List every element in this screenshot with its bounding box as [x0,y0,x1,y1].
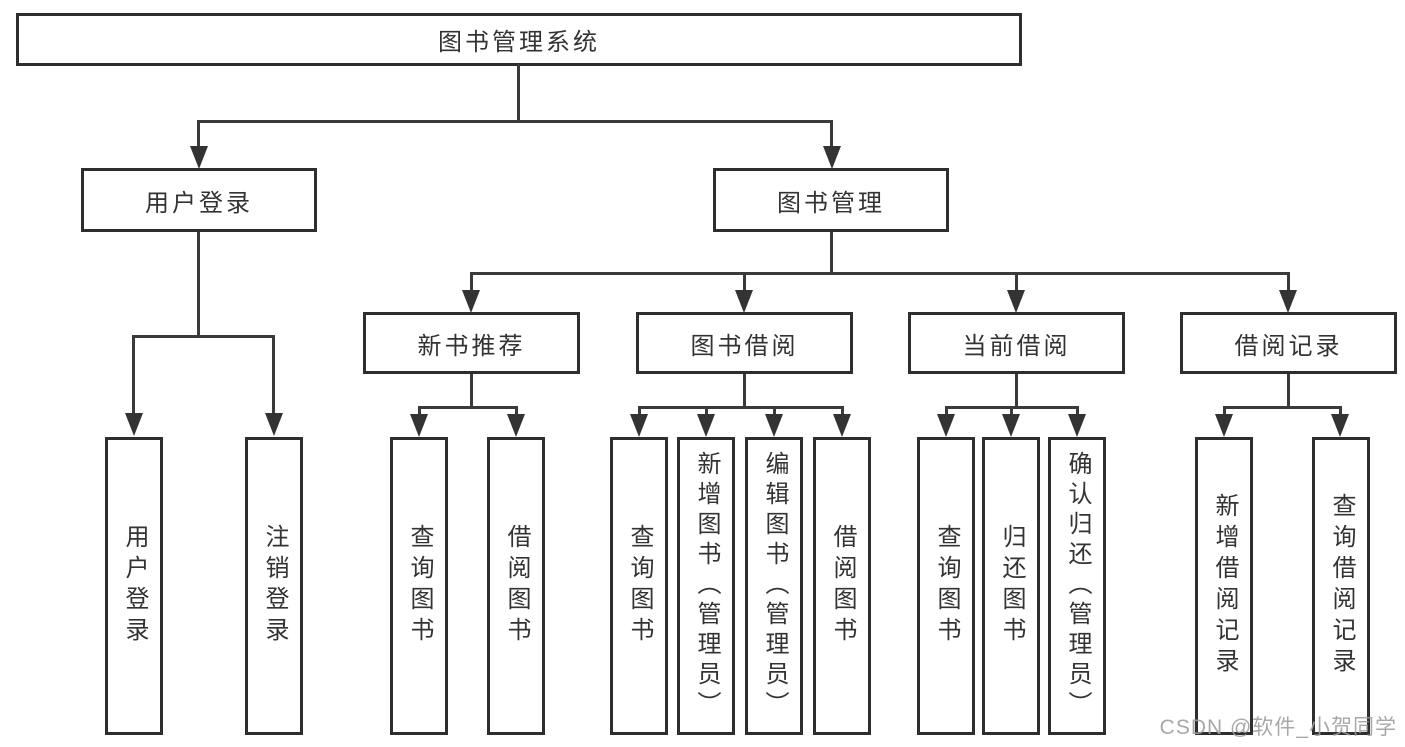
leaf-return-book: 归还图书 [982,437,1040,735]
connector-to-book-borrow [743,272,746,292]
connector-to-leaf [773,406,776,416]
connector-book-borrow-stub [743,374,746,408]
node-root-label: 图书管理系统 [438,29,600,56]
node-current-borrow-label: 当前借阅 [962,332,1071,360]
connector-to-book-mgmt [830,120,833,148]
arrow-down-leaf [697,414,715,437]
arrow-down-leaf [630,414,648,437]
leaf-borrow-book: 借阅图书 [813,437,871,735]
connector-to-leaf [945,406,948,416]
connector-to-leaf [1076,406,1079,416]
leaf-edit-book-label: 编辑图书（管理员） [761,451,788,721]
connector-to-borrow-record [1287,272,1290,292]
connector-to-leaf [1223,406,1226,416]
node-borrow-record-label: 借阅记录 [1234,332,1343,360]
arrow-down-leaf [1215,414,1233,437]
leaf-query-book-rec-label: 查询图书 [406,524,433,648]
connector-to-new-book-rec [470,272,473,292]
leaf-user-login-label: 用户登录 [121,524,148,648]
leaf-confirm-return-label: 确认归还（管理员） [1064,451,1091,721]
connector-to-leaf [418,406,421,416]
connector-new-book-rec-stub [470,374,473,408]
connector-to-leaf [841,406,844,416]
leaf-add-record-label: 新增借阅记录 [1211,493,1238,679]
arrow-down-book-mgmt [823,146,841,169]
arrow-down-leaf [1002,414,1020,437]
leaf-borrow-book-rec-label: 借阅图书 [503,524,530,648]
node-root: 图书管理系统 [16,13,1022,66]
leaf-add-record: 新增借阅记录 [1195,437,1253,735]
arrow-down-user-login [190,146,208,169]
connector-to-user-login [197,120,200,148]
arrow-down-new-book-rec [462,290,480,313]
leaf-user-login: 用户登录 [105,437,163,735]
leaf-query-book-rec: 查询图书 [390,437,448,735]
connector-book-mgmt-stub [830,232,833,275]
leaf-add-book: 新增图书（管理员） [677,437,735,735]
connector-to-leaf [705,406,708,416]
connector-root-horizontal [197,120,833,123]
connector-to-leaf-user-login [132,335,135,415]
connector-root-stub [517,64,520,122]
leaf-logout-label: 注销登录 [261,524,288,648]
node-book-mgmt-label: 图书管理 [777,189,885,217]
node-user-login: 用户登录 [81,168,317,232]
connector-to-leaf [638,406,641,416]
arrow-down-leaf [1068,414,1086,437]
arrow-down-borrow-record [1279,290,1297,313]
node-current-borrow: 当前借阅 [908,312,1125,374]
connector-to-leaf [515,406,518,416]
connector-borrow-record-horizontal [1223,406,1342,409]
leaf-query-book-borrow: 查询图书 [610,437,668,735]
connector-user-login-horizontal [132,335,275,338]
arrow-down-leaf [765,414,783,437]
leaf-return-book-label: 归还图书 [998,524,1025,648]
node-borrow-record: 借阅记录 [1180,312,1397,374]
leaf-query-book-borrow-label: 查询图书 [626,524,653,648]
connector-book-borrow-horizontal [638,406,844,409]
connector-to-leaf [1339,406,1342,416]
leaf-add-book-label: 新增图书（管理员） [693,451,720,721]
node-new-book-rec-label: 新书推荐 [417,332,526,360]
leaf-query-record: 查询借阅记录 [1312,437,1370,735]
leaf-borrow-book-label: 借阅图书 [829,524,856,648]
connector-book-mgmt-horizontal [470,272,1289,275]
leaf-borrow-book-rec: 借阅图书 [487,437,545,735]
connector-to-current-borrow [1015,272,1018,292]
leaf-confirm-return: 确认归还（管理员） [1048,437,1106,735]
csdn-watermark: CSDN @软件_小贺同学 [1159,716,1397,739]
node-book-mgmt: 图书管理 [713,168,949,232]
node-book-borrow-label: 图书借阅 [690,332,799,360]
arrow-down-leaf-user-login [125,413,143,436]
connector-user-login-stub [197,232,200,335]
arrow-down-leaf [937,414,955,437]
node-book-borrow: 图书借阅 [636,312,853,374]
leaf-logout: 注销登录 [245,437,303,735]
leaf-query-book-cur-label: 查询图书 [933,524,960,648]
connector-borrow-record-stub [1287,374,1290,408]
arrow-down-leaf [833,414,851,437]
arrow-down-book-borrow [735,290,753,313]
arrow-down-leaf [507,414,525,437]
arrow-down-leaf-logout [265,413,283,436]
connector-to-leaf-logout [272,335,275,415]
leaf-edit-book: 编辑图书（管理员） [745,437,803,735]
arrow-down-leaf [410,414,428,437]
node-new-book-rec: 新书推荐 [363,312,580,374]
node-user-login-label: 用户登录 [145,189,253,217]
arrow-down-current-borrow [1007,290,1025,313]
connector-new-book-rec-horizontal [418,406,518,409]
connector-current-borrow-stub [1015,374,1018,408]
leaf-query-book-cur: 查询图书 [917,437,975,735]
arrow-down-leaf [1331,414,1349,437]
leaf-query-record-label: 查询借阅记录 [1328,493,1355,679]
connector-to-leaf [1010,406,1013,416]
